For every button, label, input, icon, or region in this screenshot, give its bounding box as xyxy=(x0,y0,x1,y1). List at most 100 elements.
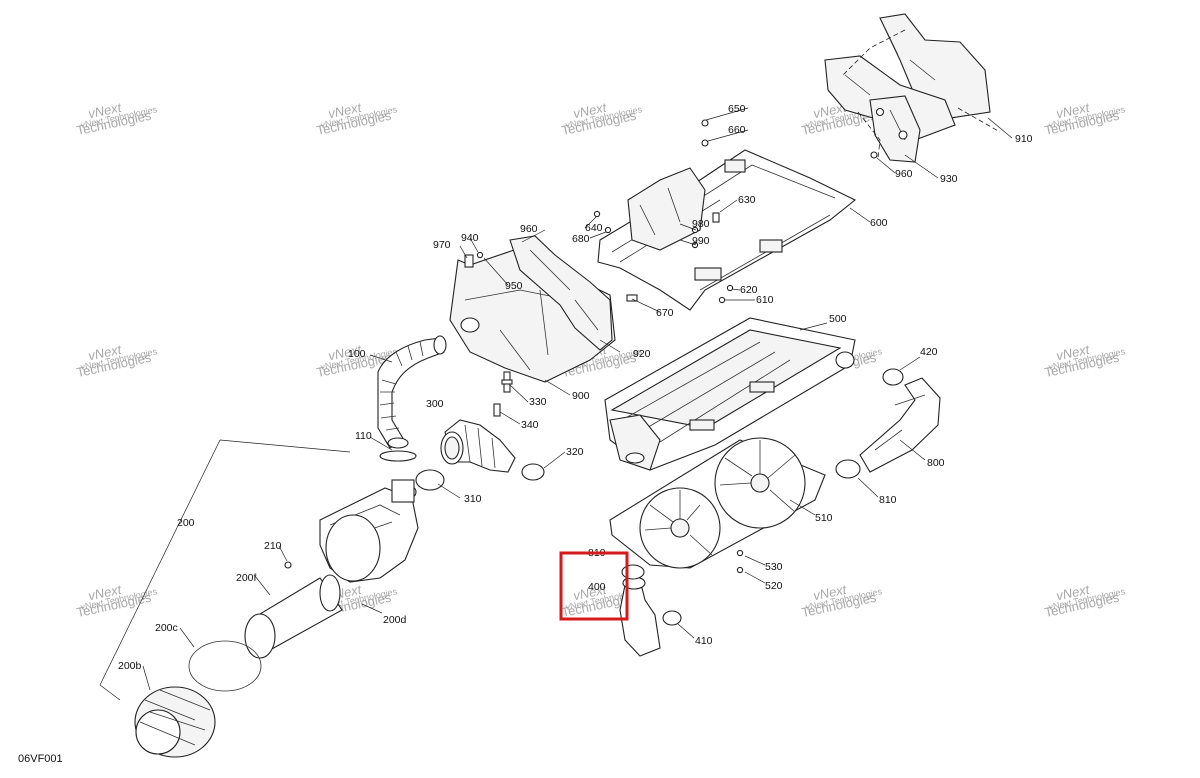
label-670: 670 xyxy=(656,307,674,319)
label-200b: 200b xyxy=(118,660,142,672)
part-680-nut[interactable] xyxy=(604,226,612,234)
part-600-radiator-frame[interactable] xyxy=(597,149,857,311)
part-960-bolt[interactable] xyxy=(870,151,878,159)
svg-text:vNext: vNext xyxy=(87,99,124,121)
label-810-right: 810 xyxy=(879,494,897,506)
label-800: 800 xyxy=(927,457,945,469)
label-610: 610 xyxy=(756,294,774,306)
part-320-clamp[interactable] xyxy=(521,463,545,481)
part-640-screw[interactable] xyxy=(593,210,601,218)
part-670-clip[interactable] xyxy=(626,294,638,302)
label-510: 510 xyxy=(815,512,833,524)
part-660-washer[interactable] xyxy=(701,139,709,147)
label-940: 940 xyxy=(461,232,479,244)
svg-text:vNext: vNext xyxy=(812,581,849,603)
label-600: 600 xyxy=(870,217,888,229)
part-510-fan-shroud[interactable] xyxy=(609,437,826,569)
part-100-intake-duct[interactable] xyxy=(377,335,447,449)
part-530-screw[interactable] xyxy=(736,549,744,557)
part-200f-filter-element[interactable] xyxy=(244,574,343,659)
label-960-top: 960 xyxy=(895,168,913,180)
label-410: 410 xyxy=(695,635,713,647)
label-960-panel: 960 xyxy=(520,223,538,235)
label-930: 930 xyxy=(940,173,958,185)
label-520: 520 xyxy=(765,580,783,592)
part-number-labels: 650 660 630 980 990 640 680 620 610 670 … xyxy=(118,103,1033,672)
label-200: 200 xyxy=(177,517,195,529)
leader-lines xyxy=(142,107,1013,691)
part-330-sensor[interactable] xyxy=(501,371,513,393)
part-980-screw[interactable] xyxy=(691,226,699,234)
svg-text:vNext: vNext xyxy=(327,99,364,121)
svg-text:vNext: vNext xyxy=(572,99,609,121)
svg-text:vNext: vNext xyxy=(812,99,849,121)
svg-text:vNext: vNext xyxy=(1055,99,1092,121)
label-210: 210 xyxy=(264,540,282,552)
watermark: vNext Technologies vNext Technologies xyxy=(75,581,158,620)
label-200c: 200c xyxy=(155,622,178,634)
svg-text:vNext: vNext xyxy=(1055,341,1092,363)
part-970-bolt[interactable] xyxy=(464,254,474,268)
part-610-washer[interactable] xyxy=(718,296,726,304)
part-810-clamp[interactable] xyxy=(621,564,645,580)
group-bracket-200 xyxy=(99,439,351,701)
watermark: vNext Technologies vNext Technologies xyxy=(315,99,398,138)
part-620-screw[interactable] xyxy=(726,284,734,292)
label-330: 330 xyxy=(529,396,547,408)
part-340-fitting[interactable] xyxy=(493,403,501,417)
label-680: 680 xyxy=(572,233,590,245)
label-650: 650 xyxy=(728,103,746,115)
label-970: 970 xyxy=(433,239,451,251)
watermark: vNext Technologies vNext Technologies xyxy=(800,581,883,620)
svg-text:vNext: vNext xyxy=(87,341,124,363)
part-650-screw[interactable] xyxy=(701,119,709,127)
label-630: 630 xyxy=(738,194,756,206)
label-320: 320 xyxy=(566,446,584,458)
watermark: vNext Technologies vNext Technologies xyxy=(1043,99,1126,138)
svg-text:vNext: vNext xyxy=(1055,581,1092,603)
label-500: 500 xyxy=(829,313,847,325)
part-420-clamp[interactable] xyxy=(882,368,904,386)
part-940-screw[interactable] xyxy=(476,251,484,259)
part-630-clip[interactable] xyxy=(712,212,720,223)
label-950: 950 xyxy=(505,280,523,292)
label-110: 110 xyxy=(355,430,372,442)
label-900: 900 xyxy=(572,390,590,402)
part-800-outlet-hose[interactable] xyxy=(859,377,941,473)
diagram-code: 06VF001 xyxy=(18,753,63,765)
highlight-box xyxy=(559,551,629,621)
label-990: 990 xyxy=(692,235,710,247)
part-110-clamp[interactable] xyxy=(379,450,417,462)
label-620: 620 xyxy=(740,284,758,296)
part-410-clamp[interactable] xyxy=(662,610,682,626)
part-910-support-bracket[interactable] xyxy=(824,13,991,163)
part-210-screw[interactable] xyxy=(284,561,292,569)
part-500-intercooler[interactable] xyxy=(604,317,856,471)
part-200d-clamp[interactable] xyxy=(325,514,381,582)
watermark: vNext Technologies vNext Technologies xyxy=(75,341,158,380)
leader-dash xyxy=(957,107,1001,133)
watermark: vNext Technologies vNext Technologies xyxy=(1043,341,1126,380)
label-640: 640 xyxy=(585,222,603,234)
label-660: 660 xyxy=(728,124,746,136)
part-520-washer[interactable] xyxy=(736,566,744,574)
svg-text:vNext: vNext xyxy=(572,581,609,603)
label-100: 100 xyxy=(348,348,366,360)
label-340: 340 xyxy=(521,419,539,431)
label-420: 420 xyxy=(920,346,938,358)
label-530: 530 xyxy=(765,561,783,573)
part-200c-seal-ring[interactable] xyxy=(188,640,262,692)
label-300: 300 xyxy=(426,398,444,410)
part-300-throttle-duct[interactable] xyxy=(440,419,516,473)
svg-text:vNext: vNext xyxy=(327,341,364,363)
part-310-clamp[interactable] xyxy=(415,469,445,491)
label-920: 920 xyxy=(633,348,651,360)
watermark: vNext Technologies vNext Technologies xyxy=(75,99,158,138)
leader-dash xyxy=(842,29,906,76)
part-200b-filter-cap[interactable] xyxy=(134,686,216,758)
label-910: 910 xyxy=(1015,133,1033,145)
part-810-clamp[interactable] xyxy=(835,459,861,479)
label-980: 980 xyxy=(692,218,710,230)
part-960-bracket-plate[interactable] xyxy=(509,235,613,351)
